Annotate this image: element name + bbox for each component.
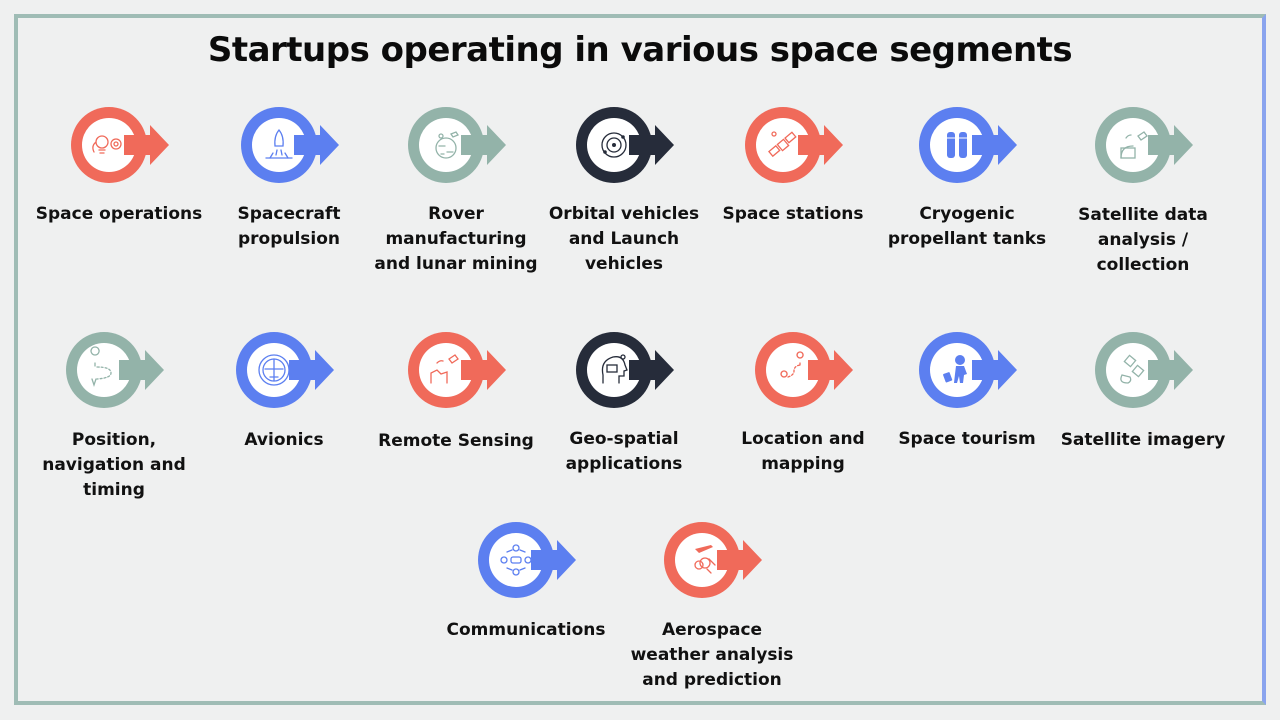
segment-item: Space stations	[703, 100, 883, 227]
segment-label: Orbital vehicles and Launch vehicles	[548, 204, 700, 274]
segment-item: Space operations	[29, 100, 209, 227]
arrow-icon	[972, 125, 1017, 165]
segment-badge	[241, 107, 339, 183]
rocket-launch-icon	[265, 128, 293, 159]
border-frame	[14, 14, 1266, 705]
segment-badge	[478, 522, 576, 598]
route-pin-icon	[90, 346, 112, 388]
airplane-circle-icon	[258, 354, 290, 386]
satellite-panel-icon	[1120, 354, 1145, 384]
arrow-icon	[1148, 125, 1193, 165]
segment-item: Spacecraft propulsion	[199, 100, 379, 252]
segment-badge	[408, 332, 506, 408]
segment-badge	[408, 107, 506, 183]
segment-item: Cryogenic propellant tanks	[877, 100, 1057, 252]
remote-sensing-icon	[430, 354, 459, 384]
segment-label: Position, navigation and timing	[42, 430, 186, 500]
segment-item: Aerospace weather analysis and predictio…	[622, 515, 802, 693]
segment-label: Remote Sensing	[378, 431, 534, 451]
orbit-icon	[601, 132, 627, 158]
arrow-icon	[717, 540, 762, 580]
segment-item: Avionics	[194, 325, 374, 453]
segment-item: Rover manufacturing and lunar mining	[366, 100, 546, 277]
segment-badge	[755, 332, 853, 408]
segment-item: Remote Sensing	[366, 325, 546, 454]
arrow-icon	[798, 125, 843, 165]
satellite-icon	[768, 131, 797, 158]
segment-item: Position, navigation and timing	[24, 325, 204, 503]
segment-item: Communications	[436, 515, 616, 643]
segment-label: Rover manufacturing and lunar mining	[374, 204, 538, 274]
segment-label: Space tourism	[898, 429, 1036, 449]
arrow-icon	[119, 350, 164, 390]
arrow-icon	[808, 350, 853, 390]
segment-badge	[66, 332, 164, 408]
segment-badge	[745, 107, 843, 183]
arrow-icon	[289, 350, 334, 390]
segment-item: Satellite imagery	[1053, 325, 1233, 453]
arrow-icon	[629, 350, 674, 390]
segment-label: Aerospace weather analysis and predictio…	[630, 620, 794, 690]
arrow-icon	[629, 125, 674, 165]
arrow-icon	[1148, 350, 1193, 390]
page-title: Startups operating in various space segm…	[207, 30, 1073, 70]
arrow-icon	[124, 125, 169, 165]
arrow-icon	[972, 350, 1017, 390]
segment-badge	[71, 107, 169, 183]
segment-label: Space stations	[722, 204, 864, 224]
planet-rover-icon	[435, 131, 459, 159]
arrow-icon	[531, 540, 576, 580]
arrow-icon	[461, 350, 506, 390]
segment-badge	[664, 522, 762, 598]
segment-item: Satellite data analysis / collection	[1053, 100, 1233, 278]
map-route-icon	[780, 351, 804, 378]
segment-label: Satellite imagery	[1060, 430, 1226, 450]
astronaut-luggage-icon	[943, 355, 967, 383]
segment-badge	[576, 332, 674, 408]
segment-item: Geo-spatial applications	[534, 325, 714, 477]
plane-cloud-icon	[694, 545, 716, 574]
segment-label: Location and mapping	[741, 429, 865, 474]
segment-badge	[1095, 332, 1193, 408]
segment-badge	[919, 107, 1017, 183]
segment-label: Spacecraft propulsion	[237, 204, 341, 249]
lightbulb-gear-icon	[92, 135, 122, 154]
segment-label: Cryogenic propellant tanks	[887, 204, 1047, 249]
segment-item: Orbital vehicles and Launch vehicles	[534, 100, 714, 277]
network-chat-icon	[500, 544, 532, 576]
segment-label: Communications	[446, 620, 606, 640]
segment-label: Geo-spatial applications	[565, 429, 683, 474]
fuel-tanks-icon	[947, 132, 967, 158]
head-vr-icon	[601, 354, 628, 384]
segment-label: Space operations	[35, 204, 203, 224]
segment-label: Satellite data analysis / collection	[1078, 205, 1208, 275]
segment-badge	[1095, 107, 1193, 183]
arrow-icon	[294, 125, 339, 165]
segment-badge	[919, 332, 1017, 408]
segment-item: Space tourism	[877, 325, 1057, 452]
arrow-icon	[461, 125, 506, 165]
segment-badge	[236, 332, 334, 408]
segment-item: Location and mapping	[713, 325, 893, 477]
satellite-dish-icon	[1120, 131, 1148, 159]
segment-label: Avionics	[244, 430, 324, 450]
segment-badge	[576, 107, 674, 183]
